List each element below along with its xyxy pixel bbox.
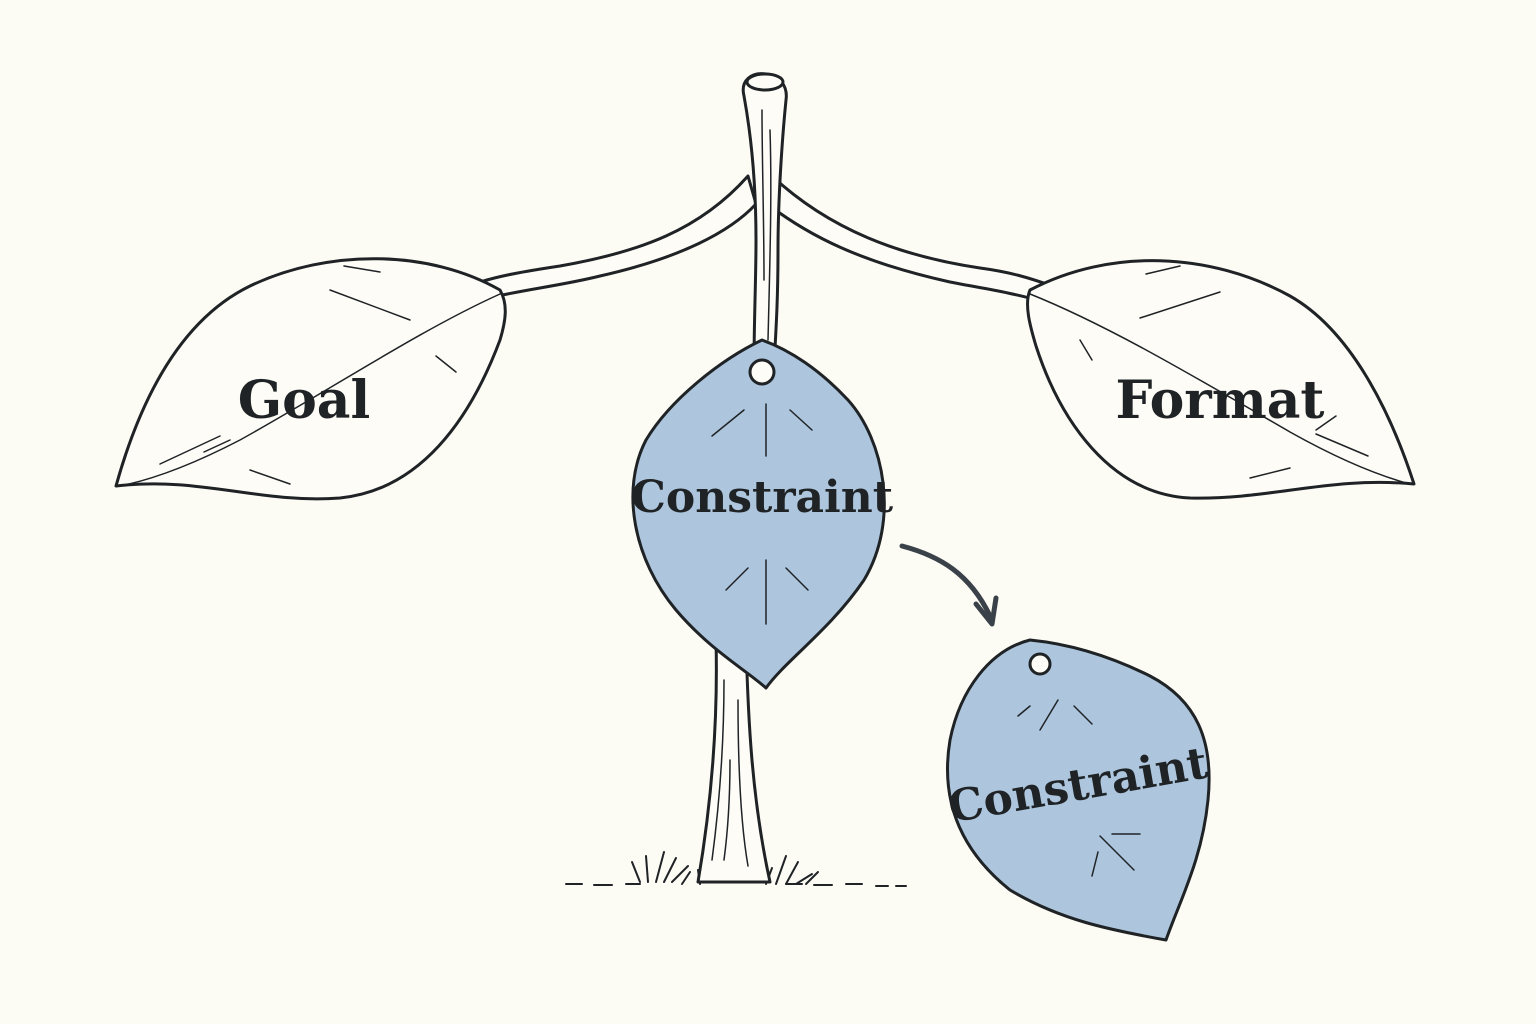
format-label: Format [1116,370,1325,431]
constraint-leaf-falling: Constraint [944,638,1212,942]
goal-label: Goal [238,370,371,431]
format-leaf: Format [1026,259,1416,500]
hang-hole-icon-falling [1028,652,1052,676]
curved-arrow-icon [899,543,999,627]
constraint-leaf-attached: Constraint [631,338,894,690]
ground [565,883,907,887]
goal-leaf: Goal [114,257,507,501]
hang-hole-icon [748,358,776,386]
left-branch [478,174,758,300]
right-branch [768,174,1054,304]
central-stem [741,72,788,368]
constraint-label-attached: Constraint [631,472,894,523]
